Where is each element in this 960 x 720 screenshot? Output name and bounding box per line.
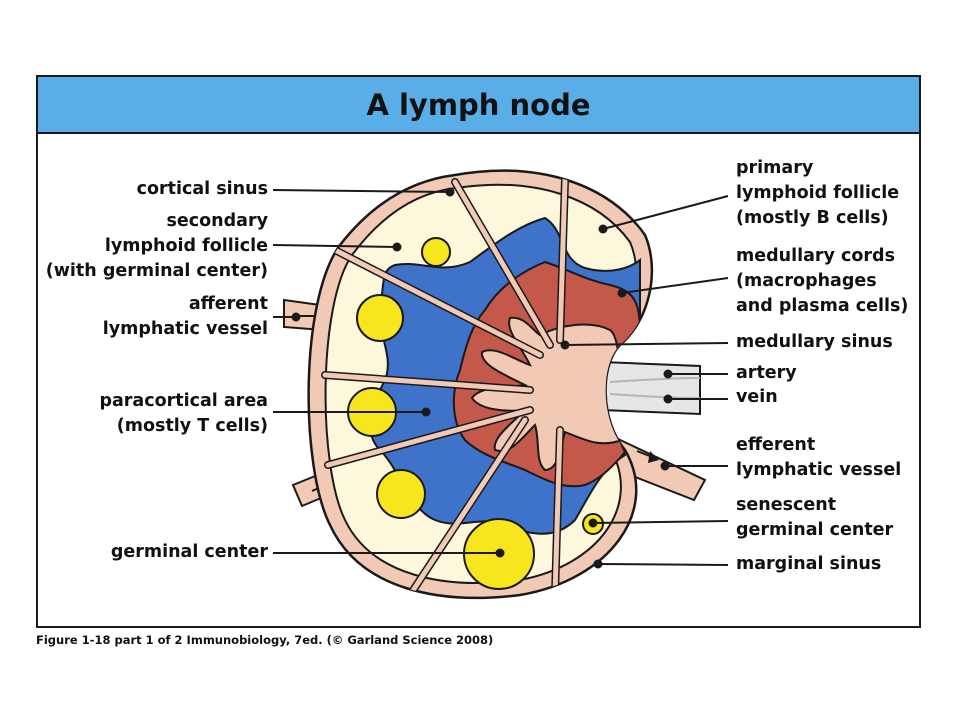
leader-lines [272,187,729,569]
label-vein: vein [736,387,778,407]
title-bar: A lymph node [38,77,919,134]
germinal-center [376,469,426,519]
label-secondary-lymphoid-follicle: secondary lymphoid follicle (with germin… [45,211,268,281]
label-efferent-lymphatic-vessel: efferent lymphatic vessel [736,435,902,480]
label-afferent-lymphatic-vessel: afferent lymphatic vessel [102,294,268,339]
trabeculae-inner [322,177,568,598]
label-paracortical-area: paracortical area (mostly T cells) [99,391,268,436]
figure-title: A lymph node [366,87,591,122]
label-senescent-germinal-center: senescent germinal center [736,495,894,540]
label-cortical-sinus: cortical sinus [136,179,268,199]
germinal-center-small [421,237,451,267]
label-artery: artery [736,363,797,383]
label-medullary-sinus: medullary sinus [736,332,893,352]
germinal-center [356,294,404,342]
label-primary-lymphoid-follicle: primary lymphoid follicle (mostly B cell… [736,158,900,228]
label-medullary-cords: medullary cords (macrophages and plasma … [736,246,909,316]
artery-vein [601,360,701,416]
figure-caption: Figure 1-18 part 1 of 2 Immunobiology, 7… [36,633,494,647]
label-marginal-sinus: marginal sinus [736,554,882,574]
label-germinal-center: germinal center [110,542,268,562]
